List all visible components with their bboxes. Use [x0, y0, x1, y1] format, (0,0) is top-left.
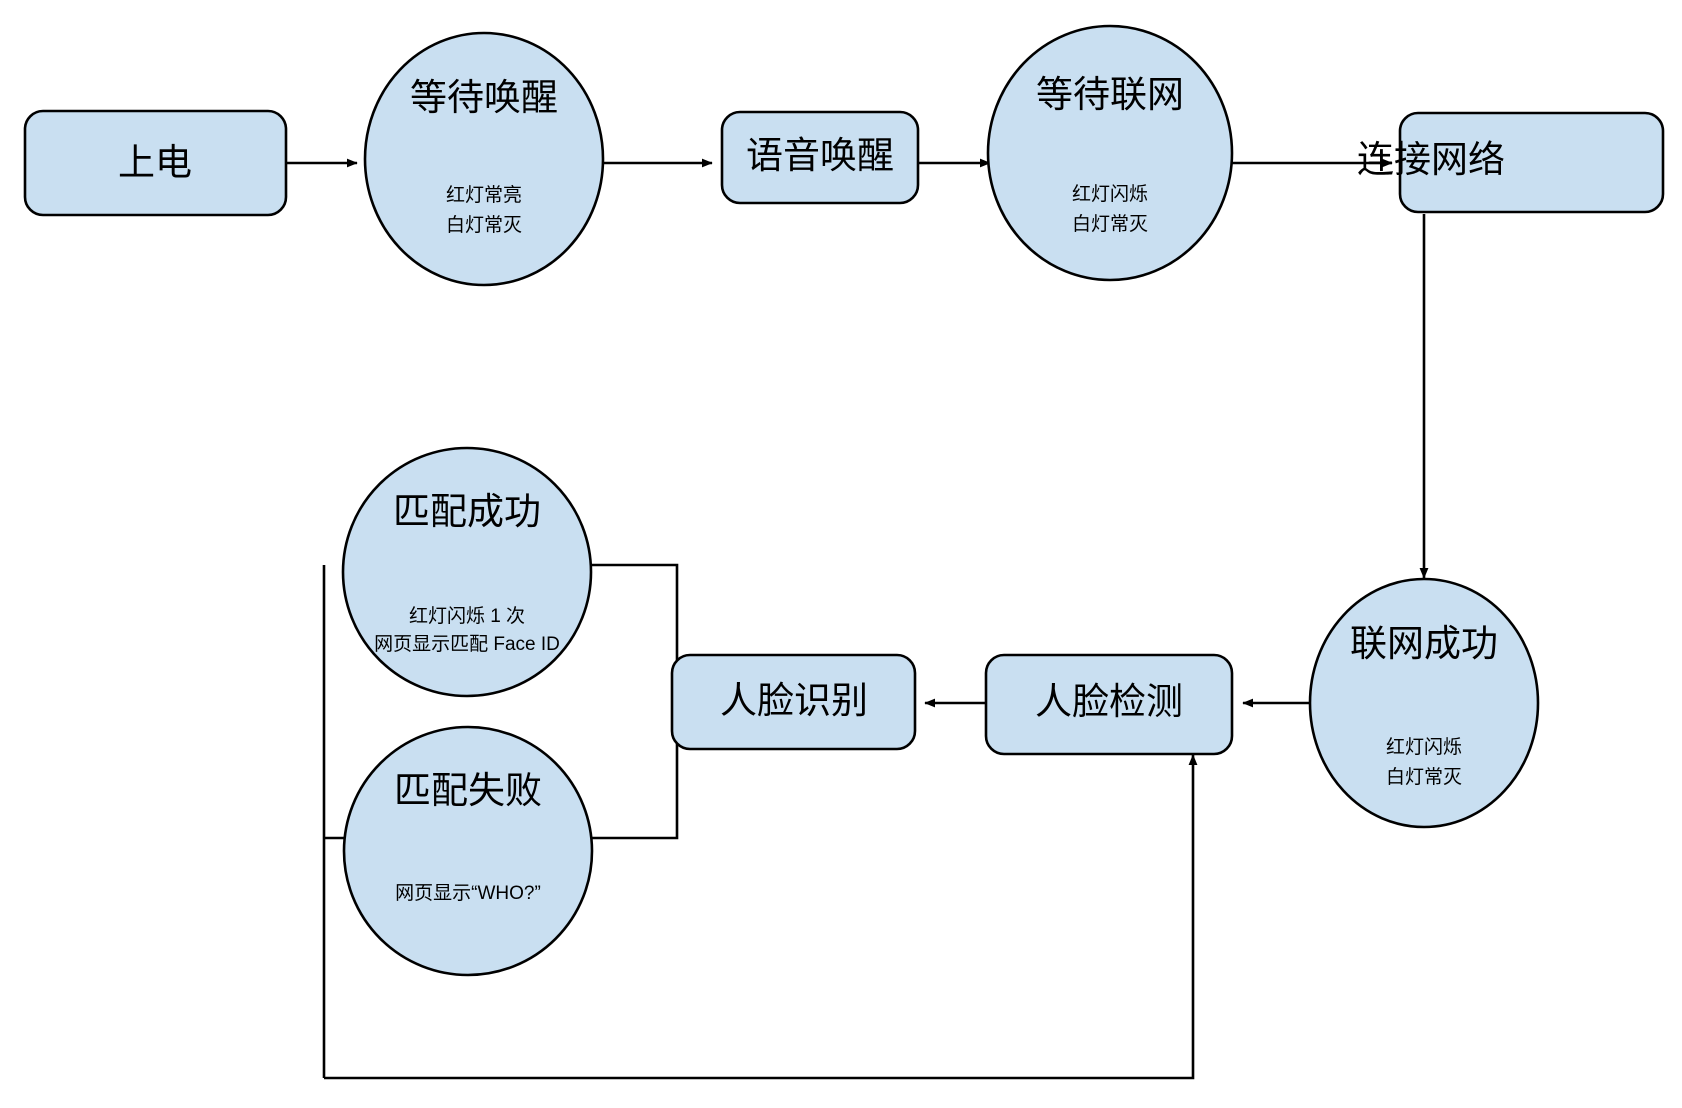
node-wait-network[interactable]: 等待联网 红灯闪烁 白灯常灭 — [986, 24, 1234, 282]
node-wait-network-sub-line-2: 白灯常灭 — [1072, 213, 1148, 235]
node-match-success-sub-line-2: 网页显示匹配 Face ID — [374, 634, 560, 655]
node-wait-wakeup[interactable]: 等待唤醒 红灯常亮 白灯常灭 — [363, 31, 605, 287]
node-voice-wakeup[interactable]: 语音唤醒 — [720, 110, 920, 205]
node-power-on-label: 上电 — [118, 142, 192, 183]
node-face-recognize-shape[interactable] — [670, 653, 917, 751]
node-wait-network-shape[interactable] — [986, 24, 1234, 282]
node-voice-wakeup-label: 语音唤醒 — [746, 135, 894, 176]
node-power-on-shape[interactable] — [23, 109, 288, 217]
node-connect-network-shape[interactable] — [1398, 111, 1665, 214]
node-wait-network-sub-line-1: 红灯闪烁 — [1072, 183, 1148, 205]
node-network-success-sub-line-2: 白灯常灭 — [1386, 766, 1462, 788]
node-face-recognize[interactable]: 人脸识别 — [670, 653, 917, 751]
node-match-fail-sub-line-1: 网页显示“WHO?” — [395, 883, 541, 904]
node-face-detect-shape[interactable] — [984, 653, 1234, 756]
node-match-fail-label: 匹配失败 — [394, 770, 542, 811]
node-match-success-sub-line-1: 红灯闪烁 1 次 — [409, 605, 525, 627]
edge-match-fail-loopback-to-face-detect — [324, 754, 1198, 1080]
node-voice-wakeup-shape[interactable] — [720, 110, 920, 205]
node-match-fail-shape[interactable] — [342, 725, 594, 977]
node-match-fail[interactable]: 匹配失败 网页显示“WHO?” — [342, 725, 594, 977]
node-network-success-shape[interactable] — [1308, 577, 1540, 829]
node-connect-network-label: 连接网络 — [1357, 139, 1505, 180]
node-match-success-label: 匹配成功 — [393, 491, 541, 532]
node-wait-wakeup-shape[interactable] — [363, 31, 605, 287]
node-network-success-sub-line-1: 红灯闪烁 — [1386, 736, 1462, 758]
node-wait-wakeup-sub-line-1: 红灯常亮 — [446, 184, 522, 206]
connector-layer — [287, 158, 1429, 1080]
edge-face-recognize-to-match-fail — [592, 703, 679, 840]
node-network-success[interactable]: 联网成功 红灯闪烁 白灯常灭 — [1308, 577, 1540, 829]
edge-face-recognize-to-match-success — [590, 563, 679, 703]
node-match-success-shape[interactable] — [341, 446, 593, 698]
node-connect-network[interactable]: 连接网络 — [1357, 111, 1665, 214]
node-wait-wakeup-sub-line-2: 白灯常灭 — [446, 214, 522, 236]
node-network-success-label: 联网成功 — [1350, 623, 1498, 664]
node-power-on[interactable]: 上电 — [23, 109, 288, 217]
node-face-detect[interactable]: 人脸检测 — [984, 653, 1234, 756]
node-face-recognize-label: 人脸识别 — [720, 680, 868, 721]
node-face-detect-label: 人脸检测 — [1035, 681, 1183, 722]
node-wait-wakeup-label: 等待唤醒 — [410, 77, 558, 118]
node-match-success[interactable]: 匹配成功 红灯闪烁 1 次 网页显示匹配 Face ID — [341, 446, 593, 698]
node-wait-network-label: 等待联网 — [1036, 74, 1184, 115]
